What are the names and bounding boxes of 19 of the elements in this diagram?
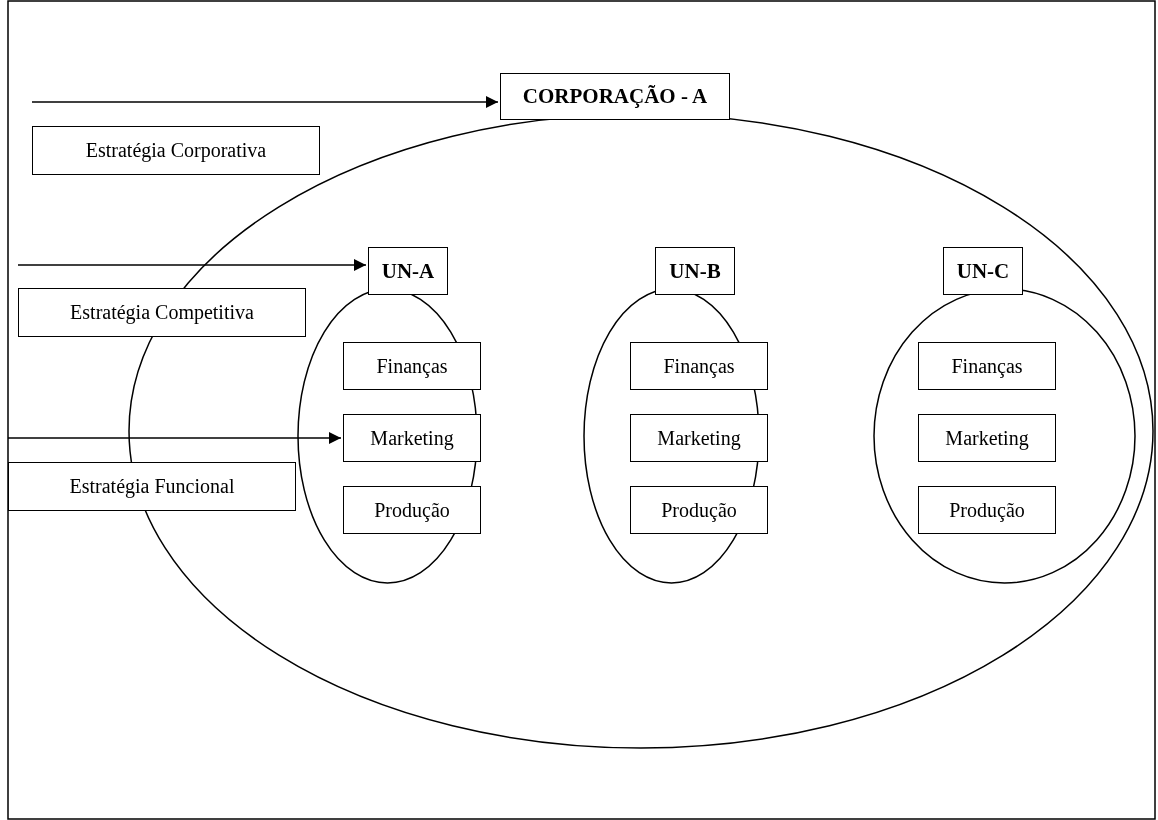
strategy-label: Estratégia Funcional — [8, 462, 296, 511]
function-box: Produção — [918, 486, 1056, 534]
function-box: Finanças — [343, 342, 481, 390]
arrow — [31, 96, 499, 108]
heading-label: UN-B — [655, 247, 735, 295]
arrow — [17, 259, 367, 271]
function-box: Produção — [630, 486, 768, 534]
function-box: Finanças — [630, 342, 768, 390]
function-box: Marketing — [630, 414, 768, 462]
heading-label: CORPORAÇÃO - A — [500, 73, 730, 120]
arrow — [7, 432, 342, 444]
heading-label: UN-A — [368, 247, 448, 295]
function-box: Marketing — [918, 414, 1056, 462]
function-box: Produção — [343, 486, 481, 534]
heading-label: UN-C — [943, 247, 1023, 295]
function-box: Finanças — [918, 342, 1056, 390]
strategy-label: Estratégia Corporativa — [32, 126, 320, 175]
strategy-label: Estratégia Competitiva — [18, 288, 306, 337]
function-box: Marketing — [343, 414, 481, 462]
